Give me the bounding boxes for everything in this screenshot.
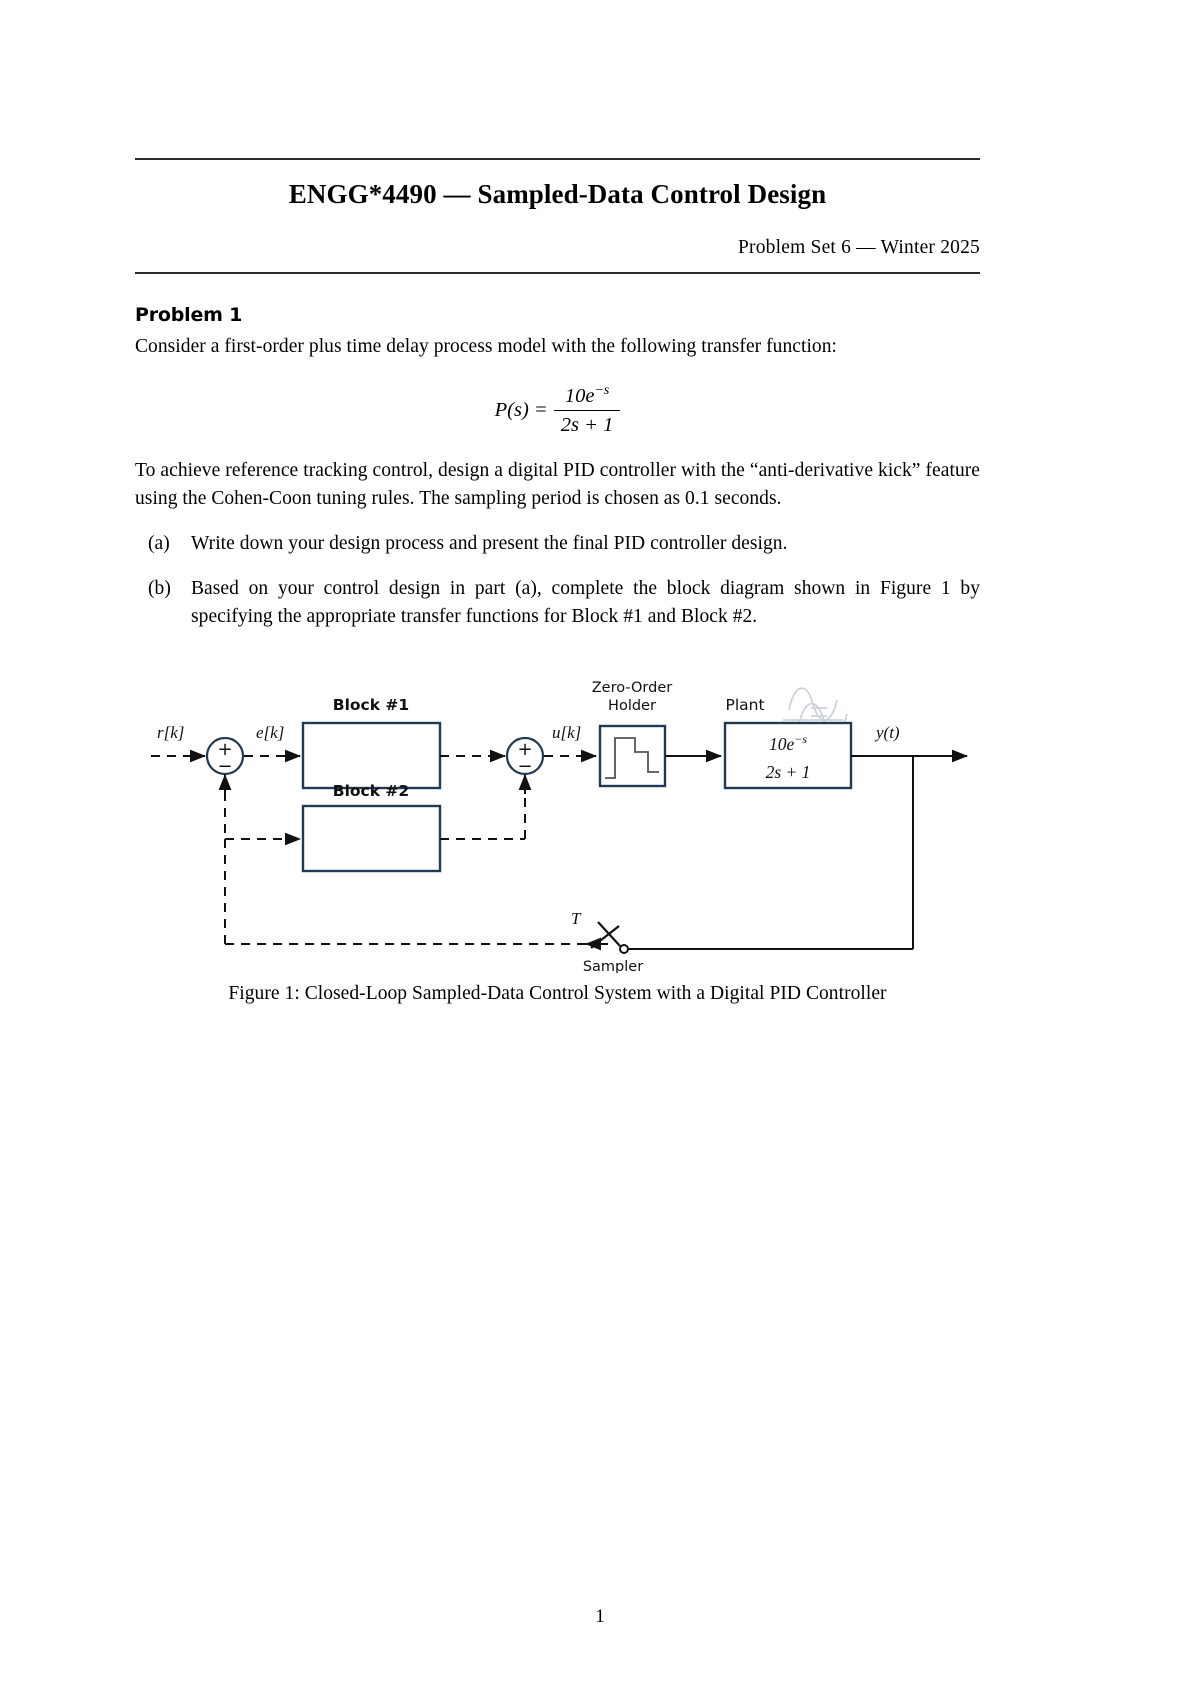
document-content: ENGG*4490 — Sampled-Data Control Design …: [135, 0, 980, 1004]
zero-order-holder-box[interactable]: [598, 725, 666, 788]
plant-numerator: 10e−s: [768, 732, 806, 754]
equation-denominator: 2s + 1: [560, 413, 614, 436]
list-item: (b) Based on your control design in part…: [135, 575, 980, 630]
block-diagram: r[k] + − e[k] Block #1 + − u[k: [150, 680, 968, 973]
list-item-marker: (a): [148, 533, 170, 555]
page-number: 1: [595, 1606, 605, 1627]
label-r-k: r[k]: [157, 723, 184, 742]
sum2-plus-sign: +: [517, 739, 532, 760]
sum1-plus-sign: +: [217, 739, 232, 760]
block-2-box[interactable]: [301, 805, 441, 873]
sampler-period-label: T: [571, 909, 582, 928]
equation-numerator: 10e−s: [553, 383, 621, 411]
sum1-minus-sign: −: [217, 756, 232, 777]
document-subtitle: Problem Set 6 — Winter 2025: [737, 237, 980, 259]
label-y-t: y(t): [874, 723, 900, 742]
list-item-text: Based on your control design in part (a)…: [191, 577, 980, 627]
problem-intro-text: Consider a first-order plus time delay p…: [135, 336, 837, 358]
problem-parts-list: (a) Write down your design process and p…: [135, 530, 980, 630]
plant-label: Plant: [725, 696, 764, 714]
equation-numerator-exponent: −s: [594, 383, 610, 399]
problem-paragraph: To achieve reference tracking control, d…: [135, 459, 980, 509]
label-e-k: e[k]: [256, 723, 284, 742]
block-1-label: Block #1: [332, 696, 408, 714]
zoh-label-line1: Zero-Order: [591, 680, 672, 696]
label-u-k: u[k]: [552, 723, 581, 742]
list-item-marker: (b): [148, 577, 171, 599]
plant-box[interactable]: [723, 722, 852, 790]
block-2-label: Block #2: [332, 782, 408, 800]
figure-caption: Figure 1: Closed-Loop Sampled-Data Contr…: [228, 983, 887, 1005]
header-rule-top: [135, 158, 980, 160]
document-title: ENGG*4490 — Sampled-Data Control Design: [288, 179, 827, 209]
staircase-icon: [604, 737, 659, 780]
sampler-label: Sampler: [582, 959, 642, 973]
header-rule-bottom: [135, 272, 980, 275]
plant-denominator: 2s + 1: [765, 762, 810, 782]
figure-1: r[k] + − e[k] Block #1 + − u[k: [135, 668, 980, 1004]
list-item-text: Write down your design process and prese…: [191, 533, 788, 555]
sampler-switch-icon[interactable]: [589, 921, 629, 955]
zoh-label-line2: Holder: [608, 698, 656, 714]
equation-lhs: P(s) =: [494, 398, 548, 421]
problem-heading: Problem 1: [135, 304, 243, 327]
sum2-minus-sign: −: [517, 756, 532, 777]
block-1-box[interactable]: [301, 722, 441, 790]
list-item: (a) Write down your design process and p…: [135, 530, 980, 558]
